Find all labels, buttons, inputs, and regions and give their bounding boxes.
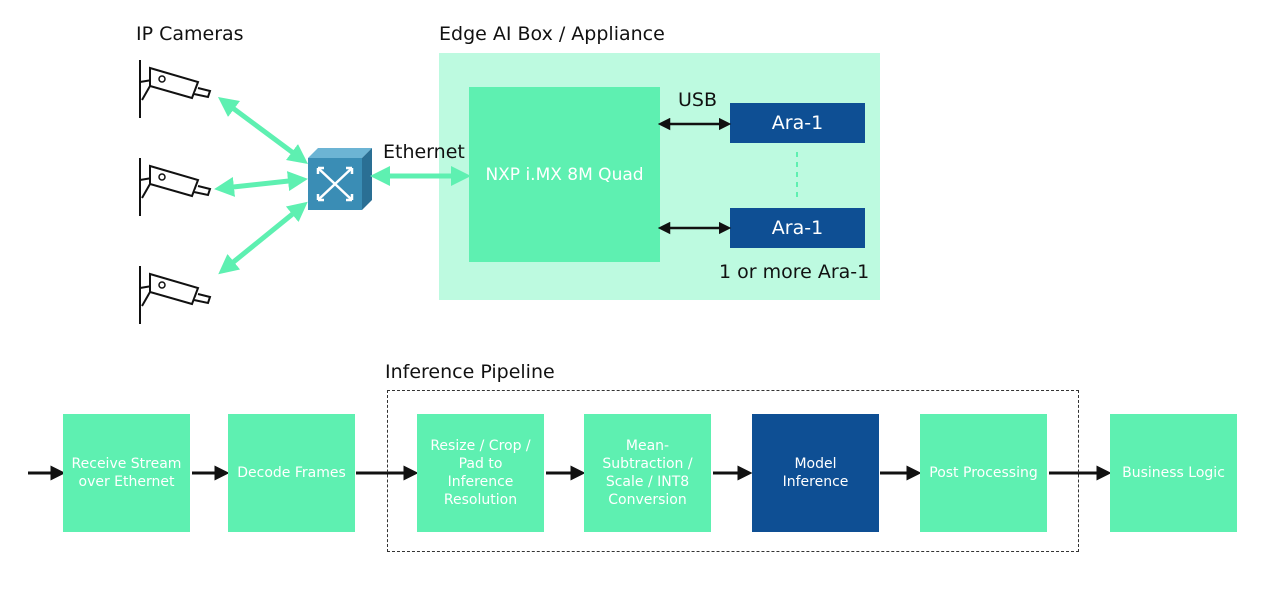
accelerator-box-2: Ara-1 [730,208,865,248]
camera-link-3 [218,201,308,275]
cameras-label: IP Cameras [136,23,244,45]
stage-label: Receive Stream over Ethernet [71,456,182,490]
stage-mean-subtraction: Mean-Subtraction / Scale / INT8 Conversi… [584,414,711,532]
camera-link-1 [217,97,309,164]
stage-label: Resize / Crop / Pad to Inference Resolut… [430,438,531,508]
stage-model-inference: Model Inference [752,414,879,532]
accelerator-label-2: Ara-1 [771,217,824,239]
stage-post-processing: Post Processing [920,414,1047,532]
stage-label: Business Logic [1122,465,1225,481]
camera-icon [139,60,212,118]
stage-receive-stream: Receive Stream over Ethernet [63,414,190,532]
pipeline-title: Inference Pipeline [385,361,555,383]
ethernet-label: Ethernet [383,141,465,163]
stage-label: Model Inference [782,456,849,490]
pipeline-frame [387,390,1079,552]
camera-icon [139,158,212,216]
stage-decode-frames: Decode Frames [228,414,355,532]
stage-label: Decode Frames [237,465,346,481]
accelerator-box-1: Ara-1 [730,103,865,143]
stage-label: Mean-Subtraction / Scale / INT8 Conversi… [602,438,693,508]
camera-icon [139,266,212,324]
accelerator-note: 1 or more Ara-1 [719,261,870,283]
camera-link-2 [214,171,308,197]
edge-box-label: Edge AI Box / Appliance [439,23,665,45]
network-switch-icon [308,148,372,210]
stage-resize-crop-pad: Resize / Crop / Pad to Inference Resolut… [417,414,544,532]
stage-business-logic: Business Logic [1110,414,1237,532]
usb-label: USB [678,89,718,111]
host-processor-label: NXP i.MX 8M Quad [485,164,644,185]
stage-label: Post Processing [929,465,1038,481]
accelerator-label-1: Ara-1 [771,112,824,134]
host-processor-box: NXP i.MX 8M Quad [469,87,660,262]
